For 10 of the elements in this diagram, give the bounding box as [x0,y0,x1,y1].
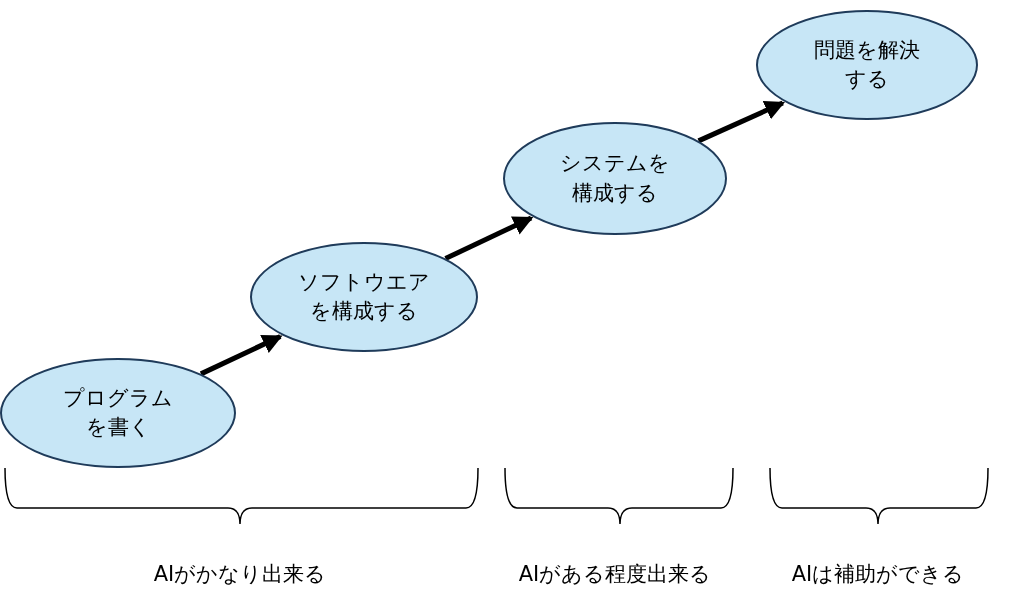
arrow [199,334,283,377]
node-text: プログラムを書く [62,384,174,441]
arrow [697,100,785,144]
bracket-label: AIは補助ができる [791,561,965,588]
bracket-label: AIがかなり出来る [153,561,327,588]
node-text: システムを構成する [559,150,671,207]
node-text: 問題を解決する [813,36,921,93]
bracket-label: AIがある程度出来る [518,561,712,588]
node-text: ソフトウエアを構成する [297,268,431,325]
arrow [444,215,534,261]
